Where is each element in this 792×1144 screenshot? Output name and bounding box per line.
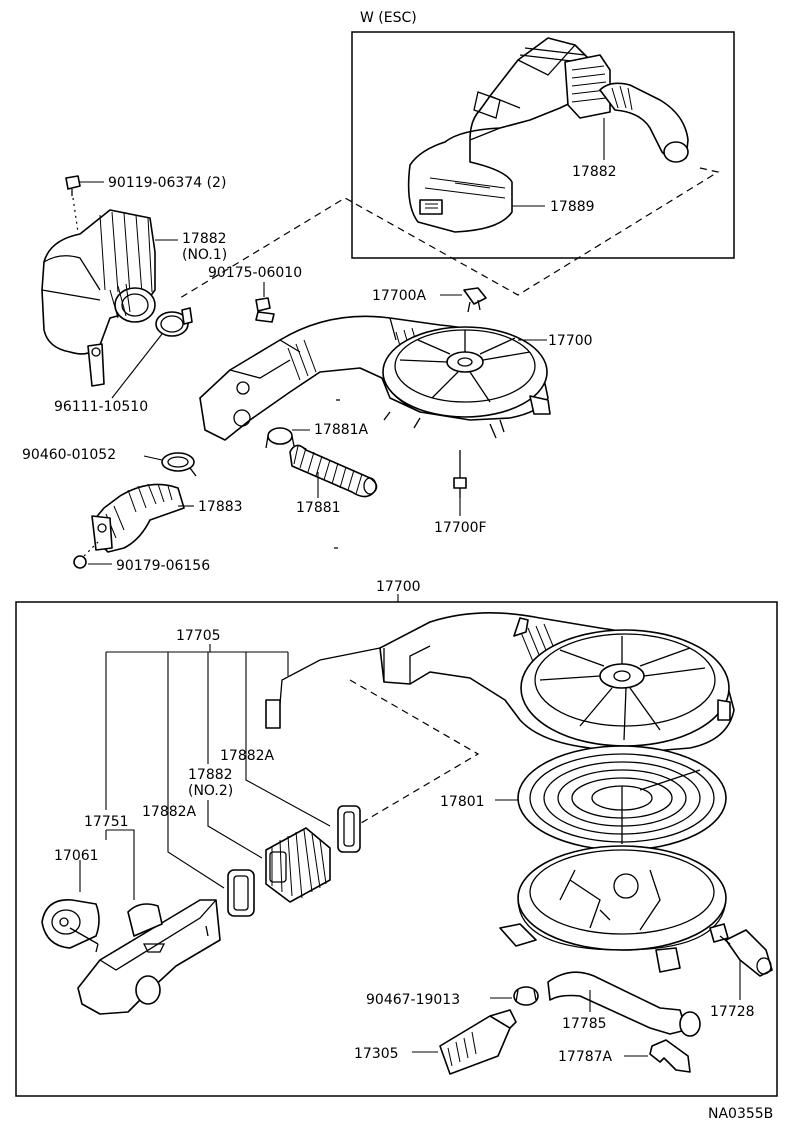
assembly-frame	[15, 601, 778, 1097]
label-90467: 90467-19013	[366, 992, 460, 1008]
inset-esc: W (ESC) 17882 17889	[351, 10, 735, 259]
nut-90179: 90179-06156	[73, 541, 210, 574]
label-17785: 17785	[562, 1016, 607, 1032]
bolt-90175: 90175-06010	[208, 265, 302, 323]
label-17801: 17801	[440, 794, 485, 810]
label-inset-17889: 17889	[550, 199, 595, 215]
cover-lower-assy	[265, 612, 735, 753]
sensor-17305: 17305	[354, 1009, 517, 1075]
label-17882-no2-a: 17882	[188, 767, 233, 783]
valve-17061: 17061	[41, 848, 100, 953]
bolt-90119: 90119-06374 (2)	[65, 175, 226, 233]
clip-17787a: 17787A	[558, 1039, 691, 1073]
dashed-link-inset	[179, 167, 720, 299]
clamp-90460: 90460-01052	[22, 447, 197, 477]
dashed-link-lower	[349, 679, 480, 827]
seal-17882a-lower: 17882A	[142, 800, 255, 917]
duct-17882-no2: 17882 (NO.2)	[188, 767, 331, 903]
label-17882a-upper: 17882A	[220, 748, 275, 764]
bracket-17705: 17705	[105, 628, 289, 810]
air-cleaner-17700-upper	[199, 315, 551, 441]
label-17705: 17705	[176, 628, 221, 644]
label-90119: 90119-06374 (2)	[108, 175, 226, 191]
label-17305: 17305	[354, 1046, 399, 1062]
inset-duct-17889	[407, 37, 591, 233]
label-90179: 90179-06156	[116, 558, 210, 574]
hose-17881: 17881	[289, 444, 378, 516]
label-17700-upper: 17700	[548, 333, 593, 349]
label-inset-17882: 17882	[572, 164, 617, 180]
inlet-17751: 17751	[77, 814, 221, 1015]
clamp-96111: 96111-10510	[54, 307, 193, 415]
label-90460: 90460-01052	[22, 447, 116, 463]
clip-17700a: 17700A	[372, 287, 487, 313]
label-17700f: 17700F	[434, 520, 487, 536]
inset-frame	[351, 31, 735, 259]
label-17751: 17751	[84, 814, 129, 830]
label-17061: 17061	[54, 848, 99, 864]
label-17882-no1-a: 17882	[182, 231, 227, 247]
hose-17785: 17785	[547, 971, 701, 1037]
label-17881: 17881	[296, 500, 341, 516]
element-17801: 17801	[440, 745, 727, 851]
reference-code: NA0355B	[708, 1106, 773, 1122]
label-17700a: 17700A	[372, 288, 427, 304]
label-96111: 96111-10510	[54, 399, 148, 415]
label-90175: 90175-06010	[208, 265, 302, 281]
inset-connector-17882	[564, 54, 689, 163]
clamp-17881a: 17881A	[265, 422, 369, 449]
sensor-17728: 17728	[710, 929, 773, 1020]
hose-17883: 17883	[91, 483, 243, 553]
label-17882a-lower: 17882A	[142, 804, 197, 820]
label-17787a: 17787A	[558, 1049, 613, 1065]
lower-housing	[499, 845, 729, 973]
stud-17700f: 17700F	[434, 450, 487, 536]
inset-title: W (ESC)	[360, 10, 417, 26]
seal-17882a-upper: 17882A	[220, 742, 361, 853]
clamp-90467: 90467-19013	[366, 986, 539, 1008]
label-17700-assy: 17700	[376, 579, 421, 595]
label-17882-no2-b: (NO.2)	[188, 783, 233, 799]
label-17883: 17883	[198, 499, 243, 515]
label-17882-no1-b: (NO.1)	[182, 247, 227, 263]
duct-17882-no1	[41, 209, 156, 387]
label-17728: 17728	[710, 1004, 755, 1020]
scan-marks	[334, 399, 340, 549]
label-17881a: 17881A	[314, 422, 369, 438]
